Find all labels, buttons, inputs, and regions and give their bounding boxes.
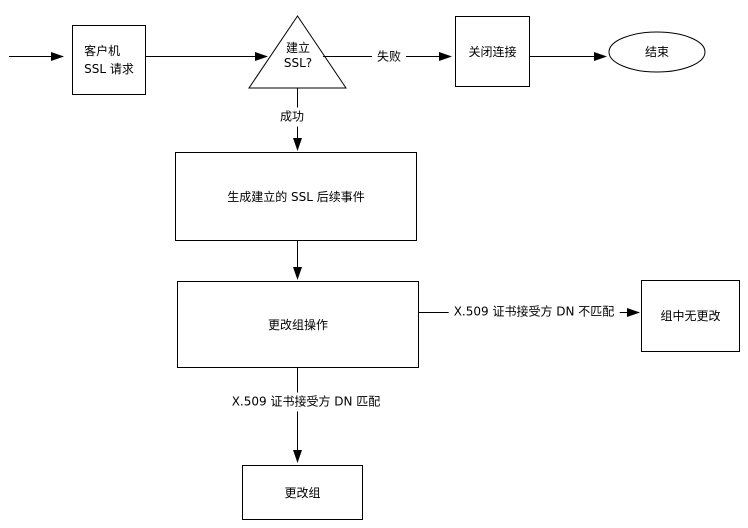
end-ellipse-label: 结束 <box>644 44 669 59</box>
arrowhead-generate-to-changeop <box>293 267 302 280</box>
decision-triangle-label: 建立 SSL? <box>283 41 313 70</box>
arrowhead-start <box>51 52 64 61</box>
end-ellipse-shape <box>608 31 706 73</box>
node-change-group-operation-label: 更改组操作 <box>267 317 328 332</box>
arrowhead-success <box>293 138 302 151</box>
edge-label-dn-matched: X.509 证书接受方 DN 匹配 <box>226 392 386 412</box>
node-change-group-label: 更改组 <box>284 485 321 500</box>
arrowhead-dn-not-matched <box>627 308 640 317</box>
edge-label-success: 成功 <box>274 107 310 127</box>
arrowhead-close-to-end <box>594 52 607 61</box>
node-client-ssl-request: 客户机 SSL 请求 <box>72 25 146 95</box>
node-close-connection-label: 关闭连接 <box>468 44 517 59</box>
node-no-change-in-group: 组中无更改 <box>641 280 740 352</box>
edge-label-failure: 失败 <box>371 47 407 67</box>
node-close-connection: 关闭连接 <box>455 16 530 87</box>
node-change-group: 更改组 <box>242 465 363 520</box>
arrowhead-failure <box>439 52 452 61</box>
arrowhead-dn-matched <box>293 450 302 463</box>
node-generate-ssl-events: 生成建立的 SSL 后续事件 <box>175 152 417 241</box>
node-change-group-operation: 更改组操作 <box>177 281 419 368</box>
node-no-change-in-group-label: 组中无更改 <box>660 309 721 323</box>
edge-label-dn-not-matched: X.509 证书接受方 DN 不匹配 <box>448 302 620 322</box>
node-generate-ssl-events-label: 生成建立的 SSL 后续事件 <box>227 189 365 204</box>
arrowhead-request-to-decision <box>255 52 268 61</box>
node-client-ssl-request-label: 客户机 SSL 请求 <box>84 44 134 76</box>
